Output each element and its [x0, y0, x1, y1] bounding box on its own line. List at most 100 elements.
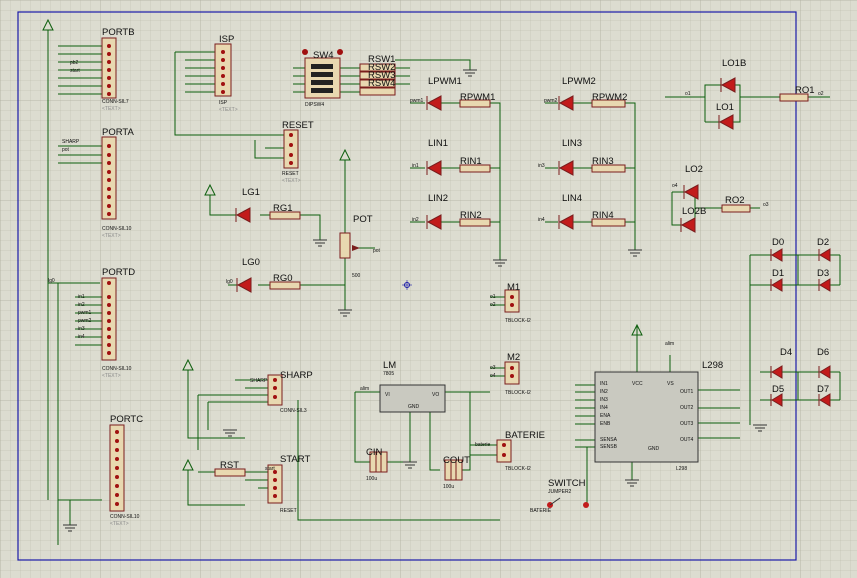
connector-start — [267, 464, 283, 504]
connector-portb — [101, 37, 117, 99]
resistor-ro2 — [721, 204, 751, 213]
label-l298-part: L298 — [676, 466, 687, 472]
net-pot: pot — [62, 147, 70, 153]
label-lpwm2: LPWM2 — [562, 76, 596, 87]
label-rsw3: RSW3 — [368, 70, 395, 81]
label-m2-type: TBLOCK-I2 — [505, 390, 531, 396]
label-portb-type: CONN-SIL7 — [102, 99, 129, 105]
label-l298-vcc: VCC — [632, 381, 643, 387]
label-isp: ISP — [219, 34, 234, 45]
dip-switch-sw4 — [302, 49, 343, 99]
label-lin2: LIN2 — [428, 193, 448, 204]
net-sharp: SHARP — [62, 139, 80, 145]
label-rst: RST — [220, 460, 239, 471]
label-lpwm1: LPWM1 — [428, 76, 462, 87]
net-pwm2-r: pwm2 — [544, 98, 558, 104]
resistor-rg1 — [269, 211, 301, 220]
net-o2-m1: o2 — [490, 302, 496, 308]
label-portb-text: <TEXT> — [102, 106, 121, 112]
label-lo1: LO1 — [716, 102, 734, 113]
label-lm-vo: VO — [432, 392, 439, 398]
net-in2-r: in2 — [412, 217, 419, 223]
label-d1: D1 — [772, 268, 784, 279]
connector-portc — [109, 424, 125, 512]
net-pwm1-r: pwm1 — [410, 98, 424, 104]
label-rpwm1: RPWM1 — [460, 92, 495, 103]
power-arrows — [42, 18, 643, 471]
label-l298-in1: IN1 — [600, 381, 608, 387]
net-stat-conn: start — [265, 466, 275, 472]
wires — [47, 30, 841, 545]
label-l298-in4: IN4 — [600, 405, 608, 411]
label-lm-vi: VI — [385, 392, 390, 398]
net-o3-m2: o3 — [490, 365, 496, 371]
label-l298-sensb: SENSB — [600, 444, 618, 450]
net-o1-m1: o1 — [490, 294, 496, 300]
label-l298-gnd: GND — [648, 446, 660, 452]
label-switch-baterie: BATERIE — [530, 508, 552, 514]
label-rg0: RG0 — [273, 273, 293, 284]
led-group — [235, 77, 736, 293]
diode-bridge — [770, 248, 831, 407]
label-d3: D3 — [817, 268, 829, 279]
connector-baterie — [496, 439, 512, 463]
label-l298: L298 — [702, 360, 723, 371]
capacitor-cout — [444, 459, 463, 481]
ground-symbols — [63, 69, 767, 532]
net-lg0-r: lg0 — [226, 279, 233, 285]
label-rin2: RIN2 — [460, 210, 482, 221]
label-l298-sensa: SENSA — [600, 437, 618, 443]
label-m2: M2 — [507, 352, 520, 363]
resistor-rin2 — [459, 218, 491, 227]
net-in4-r: in4 — [538, 217, 545, 223]
sheet-border — [17, 11, 797, 561]
net-in1-r: in1 — [412, 163, 419, 169]
label-pot: POT — [353, 214, 373, 225]
connector-m2 — [504, 361, 520, 385]
net-stat: start — [70, 68, 80, 74]
label-portc-type: CONN-SIL10 — [110, 514, 140, 520]
origin-marker — [402, 280, 412, 290]
resistor-rsw — [359, 63, 396, 96]
label-switch: SWITCH — [548, 478, 586, 489]
label-d6: D6 — [817, 347, 829, 358]
labels: PORTB CONN-SIL7 <TEXT> PORTA CONN-SIL10 … — [48, 27, 829, 527]
net-pot-r: pot — [373, 248, 381, 254]
label-d5: D5 — [772, 384, 784, 395]
label-start-type: RESET — [280, 508, 297, 514]
label-rin4: RIN4 — [592, 210, 614, 221]
net-sharp-conn: SHARP — [250, 378, 268, 384]
switch-jumper — [547, 497, 589, 508]
label-reset: RESET — [282, 120, 314, 131]
label-lo2: LO2 — [685, 164, 703, 175]
label-lo2b: LO2B — [682, 206, 706, 217]
label-reset-type: RESET — [282, 171, 299, 177]
label-start: START — [280, 454, 310, 465]
label-sharp-type: CONN-SIL3 — [280, 408, 307, 414]
label-pot-value: 500 — [352, 273, 361, 279]
label-portd-text: <TEXT> — [102, 373, 121, 379]
label-portb: PORTB — [102, 27, 135, 38]
label-rsw1: RSW1 — [368, 54, 395, 65]
resistor-rin1 — [459, 164, 491, 173]
net-o3: o3 — [763, 202, 769, 208]
net-o1: o1 — [685, 91, 691, 97]
net-in3-r: in3 — [538, 163, 545, 169]
connector-m1 — [504, 289, 520, 313]
label-rin1: RIN1 — [460, 156, 482, 167]
resistor-rpwm2 — [591, 99, 626, 108]
label-sw4: SW4 — [313, 50, 334, 61]
label-ro2: RO2 — [725, 195, 745, 206]
ic-lm-regulator — [379, 384, 446, 413]
label-d4: D4 — [780, 347, 792, 358]
label-portd: PORTD — [102, 267, 135, 278]
net-alim-l298: alim — [665, 341, 674, 347]
label-portc: PORTC — [110, 414, 143, 425]
label-d7: D7 — [817, 384, 829, 395]
label-rin3: RIN3 — [592, 156, 614, 167]
resistor-rin3 — [591, 164, 626, 173]
label-l298-in3: IN3 — [600, 397, 608, 403]
